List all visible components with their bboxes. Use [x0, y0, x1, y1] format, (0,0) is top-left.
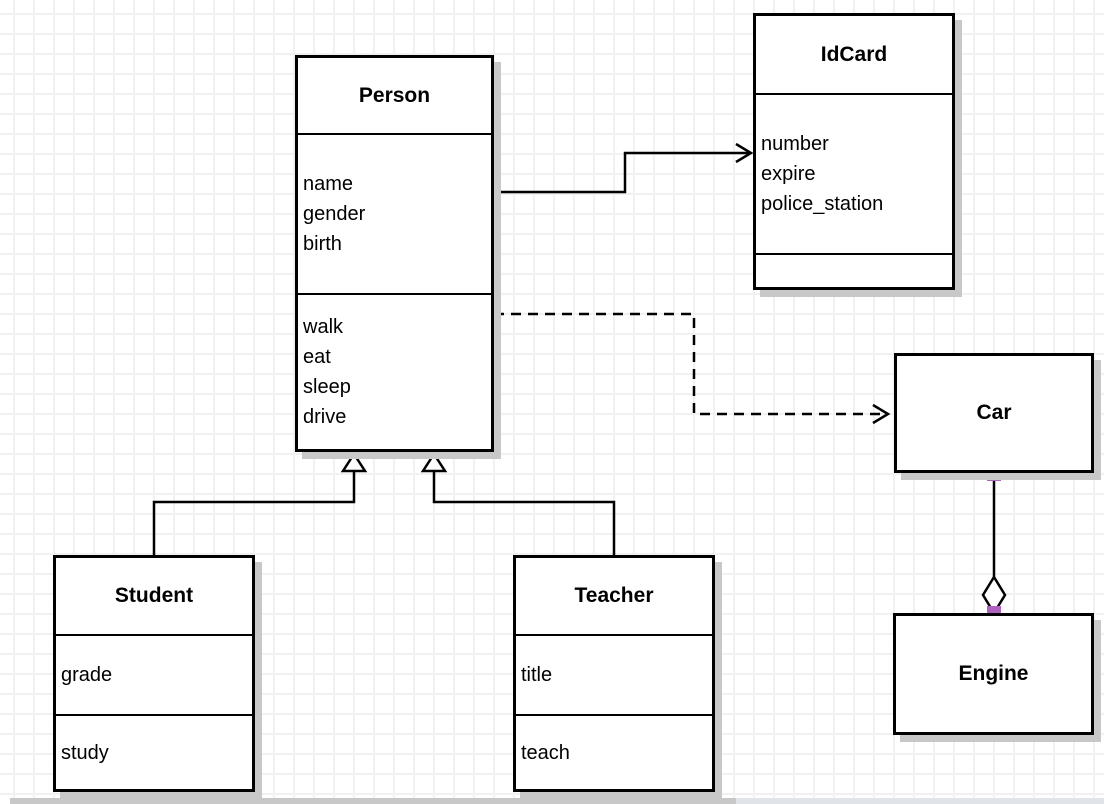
attribute-row: expire — [761, 163, 816, 185]
attributes-section: grade — [56, 636, 252, 716]
dependency-person-car[interactable] — [494, 312, 891, 425]
attribute-row: title — [521, 664, 553, 686]
attribute-row: gender — [303, 203, 366, 225]
method-row: study — [61, 741, 109, 764]
class-idcard[interactable]: IdCard number expire police_station — [753, 13, 955, 290]
attribute-row: birth — [303, 233, 342, 255]
class-title: Car — [976, 401, 1012, 424]
class-student[interactable]: Student grade study — [53, 555, 255, 792]
attribute-row: name — [303, 173, 354, 195]
canvas-edge-shadow — [10, 798, 736, 804]
attributes-section: number expire police_station — [756, 95, 952, 255]
association-person-idcard[interactable] — [494, 142, 754, 194]
open-arrowhead-icon — [872, 403, 891, 425]
attributes-section: name gender birth — [298, 135, 491, 295]
methods-section: teach — [516, 716, 712, 789]
class-title: Engine — [958, 662, 1029, 685]
hollow-triangle-icon — [420, 451, 448, 473]
attribute-row: police_station — [761, 193, 884, 215]
method-row: drive — [303, 406, 347, 428]
method-row: teach — [521, 741, 570, 764]
methods-section: walk eat sleep drive — [298, 295, 491, 449]
class-person[interactable]: Person name gender birth walk eat sleep … — [295, 55, 494, 452]
canvas-edge-shadow — [736, 798, 1104, 804]
method-row: walk — [303, 316, 344, 338]
class-teacher[interactable]: Teacher title teach — [513, 555, 715, 792]
class-car[interactable]: Car — [894, 353, 1094, 473]
method-row: eat — [303, 346, 331, 368]
attribute-row: grade — [61, 664, 113, 686]
method-row: sleep — [303, 376, 351, 398]
open-arrowhead-icon — [735, 142, 754, 164]
attributes-section: title — [516, 636, 712, 716]
generalization-student-person[interactable] — [152, 451, 368, 555]
class-title: Student — [56, 558, 252, 636]
attribute-row: number — [761, 133, 829, 155]
class-title: Teacher — [516, 558, 712, 636]
aggregation-car-engine[interactable] — [981, 467, 1007, 620]
methods-section: study — [56, 716, 252, 789]
methods-section — [756, 255, 952, 287]
generalization-teacher-person[interactable] — [420, 451, 616, 555]
class-title: Person — [298, 58, 491, 135]
hollow-triangle-icon — [340, 451, 368, 473]
class-engine[interactable]: Engine — [893, 613, 1094, 735]
class-title: IdCard — [756, 16, 952, 95]
